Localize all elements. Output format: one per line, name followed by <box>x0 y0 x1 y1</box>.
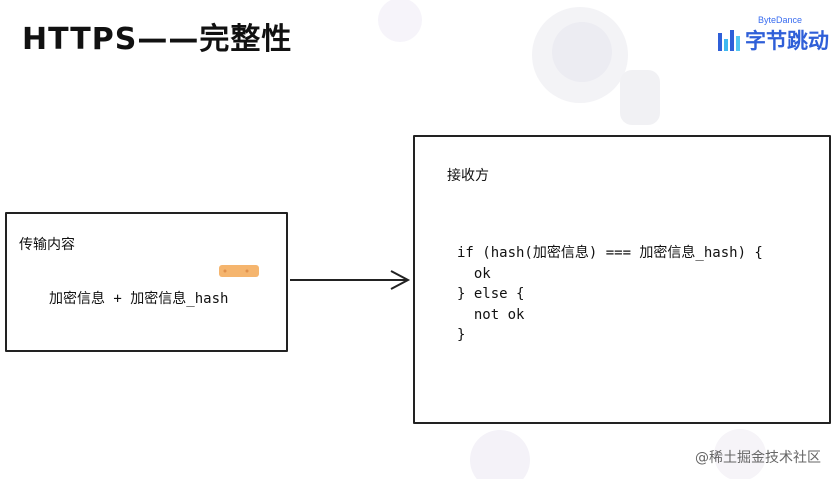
flow-arrow <box>290 270 411 290</box>
receiver-code-block: if (hash(加密信息) === 加密信息_hash) { ok } els… <box>457 243 763 346</box>
code-line: if (hash(加密信息) === 加密信息_hash) { <box>457 245 763 261</box>
receiver-box-title: 接收方 <box>447 168 489 184</box>
source-watermark: @稀土掘金技术社区 <box>695 450 821 466</box>
sender-box: 传输内容 加密信息 + 加密信息_hash <box>5 212 288 352</box>
logo-english-text: ByteDance <box>758 15 803 25</box>
code-line: } <box>457 327 466 343</box>
sender-box-title: 传输内容 <box>19 237 75 253</box>
tape-sticker <box>219 265 259 277</box>
slide-title: HTTPS——完整性 <box>22 22 293 57</box>
bytedance-logo: ByteDance 字节跳动 <box>717 15 831 55</box>
code-line: not ok <box>457 306 525 323</box>
code-line: } else { <box>457 286 525 302</box>
bytedance-logo-icon <box>718 30 740 51</box>
receiver-box: 接收方 if (hash(加密信息) === 加密信息_hash) { ok }… <box>413 135 831 424</box>
sender-box-content: 加密信息 + 加密信息_hash <box>49 291 229 307</box>
logo-chinese-text: 字节跳动 <box>745 29 829 53</box>
code-line: ok <box>457 265 491 282</box>
